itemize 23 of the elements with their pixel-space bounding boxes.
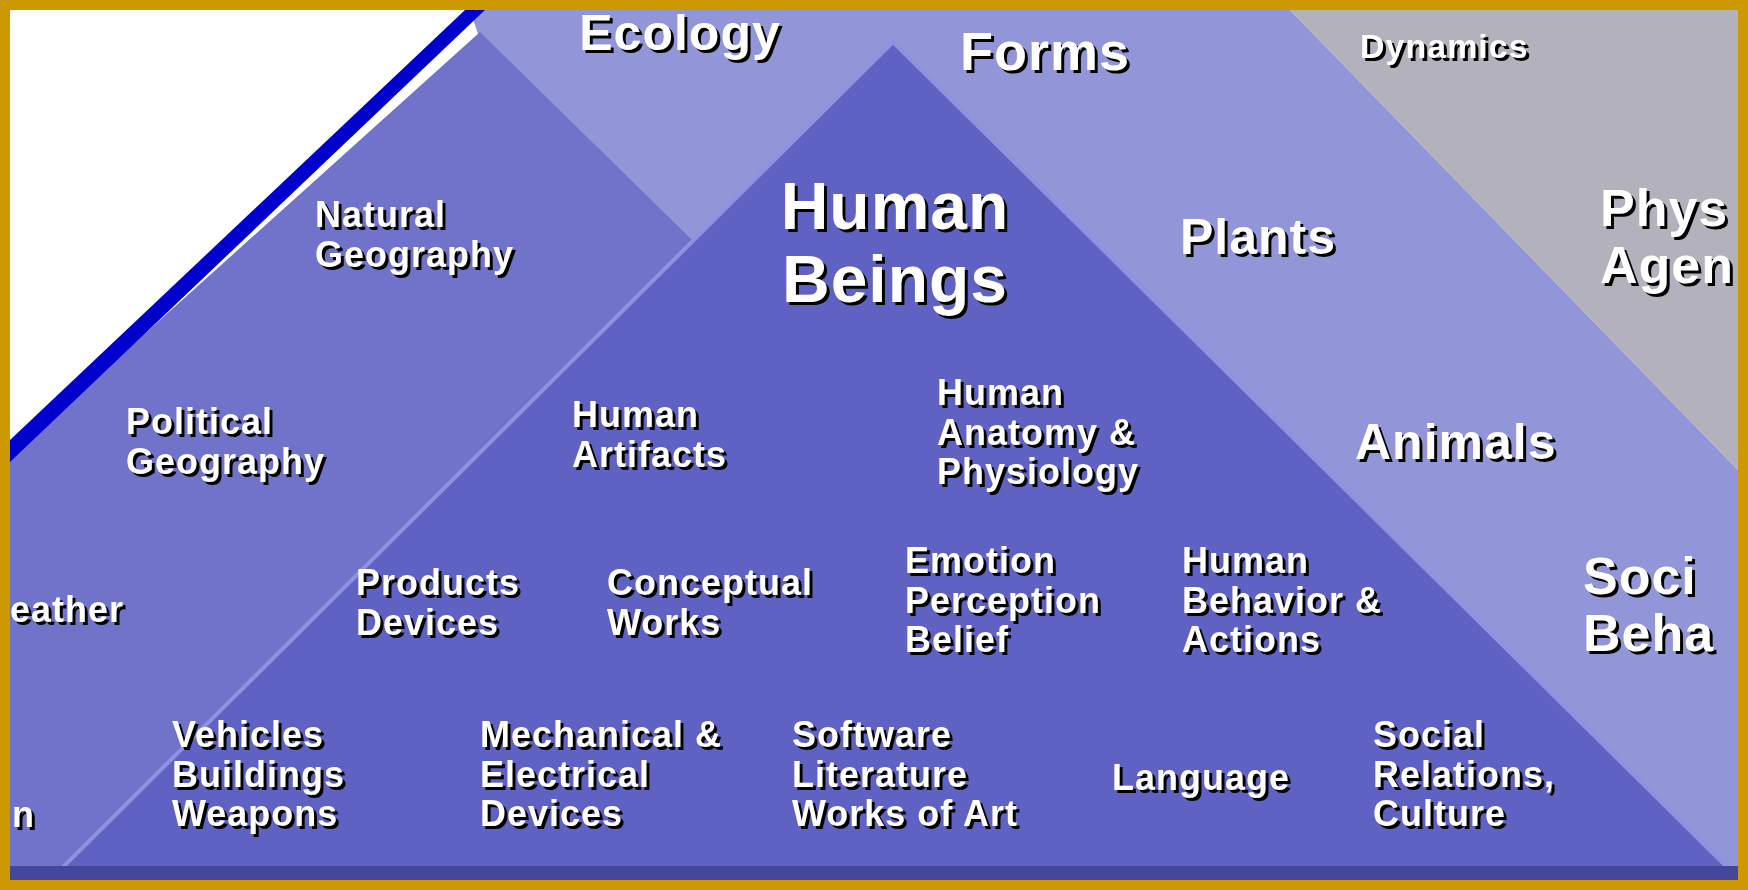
category-label: Products Devices <box>356 563 522 643</box>
category-label: eather <box>10 590 126 630</box>
category-label: Human Behavior & Actions <box>1182 541 1384 660</box>
category-label: Software Literature Works of Art <box>792 715 1019 834</box>
category-label: Ecology <box>578 10 782 61</box>
category-label: Political Geography <box>126 402 327 482</box>
category-label: Human Anatomy & Physiology <box>937 373 1141 492</box>
category-label: n <box>12 795 36 835</box>
category-label: Soci Beha <box>1583 548 1716 663</box>
category-label: Dynamics <box>1360 28 1530 66</box>
category-label: Human Beings <box>779 170 1011 316</box>
category-label: Social Relations, Culture <box>1373 715 1557 834</box>
category-label: Natural Geography <box>315 195 516 275</box>
category-label: Human Artifacts <box>572 395 729 475</box>
category-label: Phys Agen <box>1600 180 1735 295</box>
category-label: Forms <box>960 22 1132 82</box>
category-label: Conceptual Works <box>607 563 814 643</box>
category-label: Language <box>1112 758 1291 798</box>
category-label: Emotion Perception Belief <box>905 541 1103 660</box>
category-label: Plants <box>1180 210 1338 265</box>
category-label: Vehicles Buildings Weapons <box>172 715 346 834</box>
category-label: Mechanical & Electrical Devices <box>480 715 724 834</box>
category-label: Animals <box>1355 415 1558 470</box>
